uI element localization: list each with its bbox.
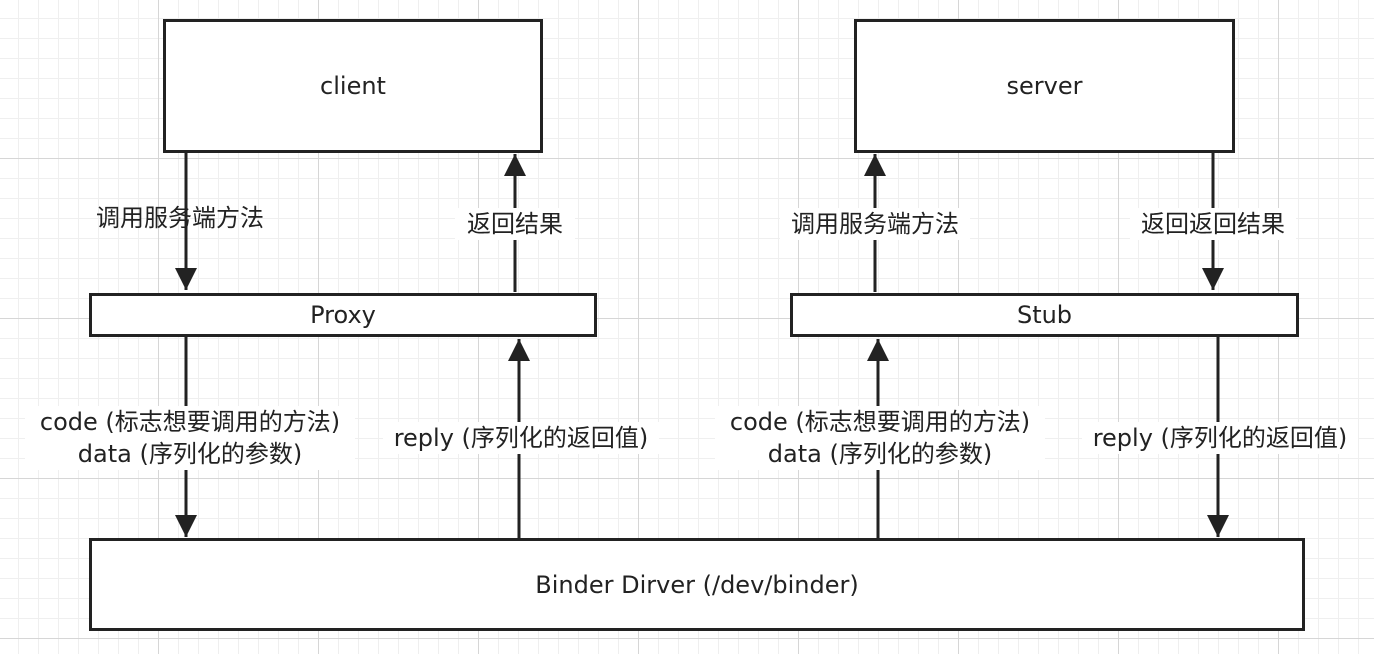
server-label: server: [1006, 72, 1083, 100]
proxy-label: Proxy: [310, 301, 376, 329]
proxy-reply-text: reply (序列化的返回值): [393, 424, 649, 452]
stub-recv-label: code (标志想要调用的方法) data (序列化的参数): [715, 406, 1045, 470]
client-call-label: 调用服务端方法: [96, 202, 282, 234]
binder-driver-box: Binder Dirver (/dev/binder): [89, 538, 1305, 631]
stub-reply-text: reply (序列化的返回值): [1092, 424, 1348, 452]
server-return-text: 返回返回结果: [1141, 210, 1285, 238]
server-return-label: 返回返回结果: [1130, 208, 1296, 240]
client-box: client: [163, 19, 543, 153]
proxy-send-label: code (标志想要调用的方法) data (序列化的参数): [25, 406, 355, 470]
server-box: server: [854, 19, 1235, 153]
server-call-text: 调用服务端方法: [791, 210, 959, 238]
proxy-reply-label: reply (序列化的返回值): [383, 422, 659, 454]
client-label: client: [320, 72, 386, 100]
stub-label: Stub: [1016, 301, 1073, 329]
server-call-label: 调用服务端方法: [780, 208, 970, 240]
stub-box: Stub: [790, 293, 1299, 337]
proxy-send-code-text: code (标志想要调用的方法): [39, 408, 341, 436]
client-return-label: 返回结果: [455, 208, 575, 240]
binder-driver-label: Binder Dirver (/dev/binder): [535, 570, 859, 599]
stub-recv-code-text: code (标志想要调用的方法): [729, 408, 1031, 436]
stub-recv-data-text: data (序列化的参数): [767, 440, 993, 468]
stub-reply-label: reply (序列化的返回值): [1082, 422, 1358, 454]
proxy-send-data-text: data (序列化的参数): [77, 440, 303, 468]
client-return-text: 返回结果: [467, 210, 563, 238]
proxy-box: Proxy: [89, 293, 597, 337]
client-call-text: 调用服务端方法: [96, 204, 264, 232]
